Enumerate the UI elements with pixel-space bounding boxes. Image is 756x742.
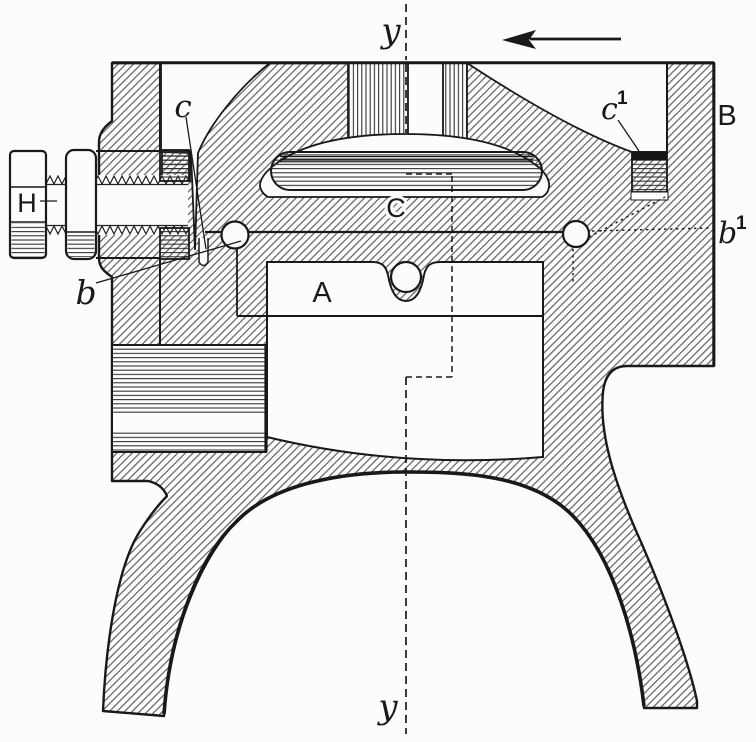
label-seat-left: c [174, 89, 191, 125]
label-port: A [312, 277, 332, 309]
valve-disc-face-band [280, 154, 533, 163]
bore-arc [162, 470, 646, 715]
label-axis-top: y [379, 11, 401, 51]
ball-right [561, 219, 591, 249]
jam-nut [64, 148, 98, 261]
hidden-ball-lines [572, 196, 711, 283]
label-ball-left: b [75, 273, 96, 312]
label-body: B [717, 100, 736, 132]
leader-lines [40, 116, 640, 284]
port-cavity [266, 261, 544, 462]
label-seat-right-sup: 1 [617, 88, 628, 109]
left-inlet-chamber [160, 62, 273, 251]
stud-assembly [8, 148, 190, 261]
label-axis-bottom: y [376, 687, 398, 727]
leader-c [185, 116, 207, 250]
stem-boss [347, 63, 468, 140]
center-lines [405, 4, 711, 734]
liner-band [111, 344, 268, 453]
label-seat-right: c [601, 92, 618, 127]
thread-engagement-lower [159, 227, 190, 260]
arrowhead-icon [502, 30, 536, 49]
seat-lip-right-block [630, 151, 669, 201]
label-ball-right: b [718, 216, 737, 251]
leader-b [95, 240, 242, 284]
thread-engagement-upper [159, 149, 190, 182]
label-ball-right-sup: 1 [736, 213, 747, 234]
hex-head [8, 149, 48, 260]
ball-center [389, 260, 423, 294]
internal-edges [159, 63, 668, 345]
label-stud: H [17, 188, 37, 218]
ball-left [220, 220, 250, 250]
label-cage: C [386, 193, 406, 223]
hidden-passage-line [406, 173, 453, 378]
outer-border [112, 61, 716, 366]
flow-arrow [502, 30, 621, 49]
leader-c1 [617, 119, 640, 152]
valve-disc [270, 151, 543, 191]
